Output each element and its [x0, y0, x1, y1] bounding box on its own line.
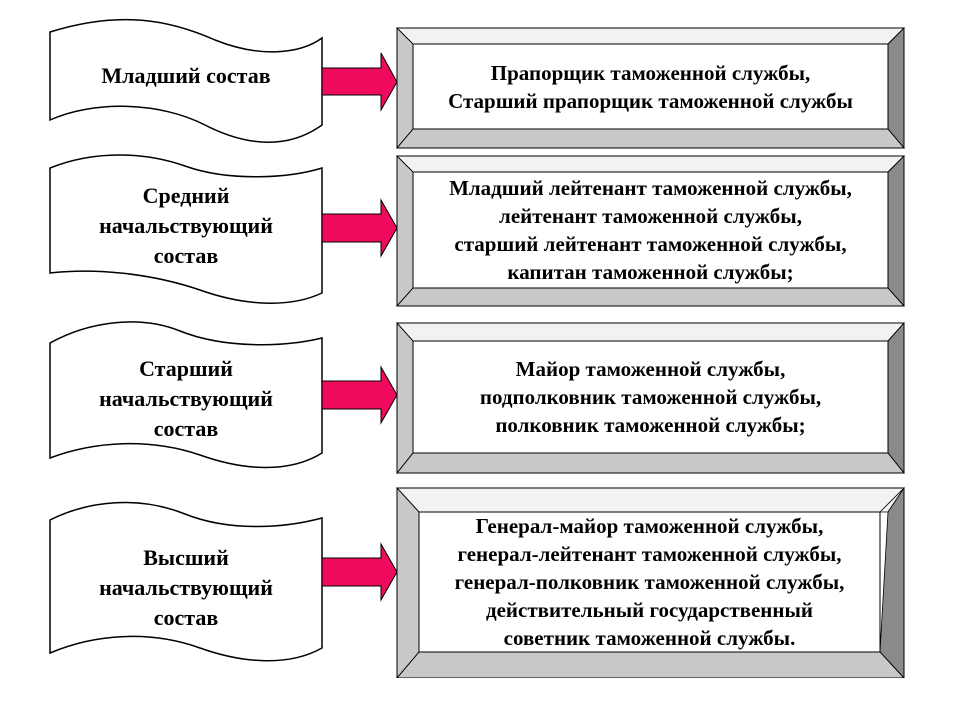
category-wave-shape: [49, 321, 323, 469]
arrow-shape: [321, 198, 398, 258]
category-line: состав: [153, 243, 219, 268]
rank-list: Майор таможенной службы, подполковник та…: [413, 341, 888, 453]
rank-list: Младший лейтенант таможенной службы, лей…: [413, 172, 888, 288]
rank-line: действительный государственный: [485, 598, 814, 622]
rank-line: советник таможенной службы.: [503, 626, 796, 650]
category-line: начальствующий: [99, 386, 273, 411]
category-wave-shape: [49, 154, 323, 304]
rank-line: капитан таможенной службы;: [507, 260, 794, 284]
category-wave-shape: [49, 501, 323, 662]
rank-box-frame: [396, 27, 905, 150]
rank-box-frame: [396, 486, 905, 678]
row-senior-shapes: [49, 321, 905, 475]
row-senior: Старший начальствующий состав Майор тамо…: [0, 313, 960, 478]
arrow-shape: [321, 365, 398, 425]
rank-line: генерал-лейтенант таможенной службы,: [457, 542, 842, 566]
category-line: состав: [153, 416, 219, 441]
row-middle-shapes: [49, 154, 905, 308]
category-line: состав: [153, 605, 219, 630]
category-line: Высший: [143, 545, 229, 570]
category-line: начальствующий: [99, 575, 273, 600]
rank-line: полковник таможенной службы;: [495, 413, 806, 437]
row-junior: Младший состав Прапорщик таможенной служ…: [0, 0, 960, 160]
row-junior-shapes: [49, 18, 905, 150]
rank-line: Прапорщик таможенной службы,: [490, 60, 811, 85]
category-wave-shape: [49, 18, 323, 143]
rank-line: старший лейтенант таможенной службы,: [454, 232, 847, 256]
rank-line: Старший прапорщик таможенной службы: [448, 88, 853, 113]
row-highest-shapes: [49, 486, 905, 678]
rank-box-frame: [396, 155, 905, 308]
row-highest: Высший начальствующий состав Генерал-май…: [0, 478, 960, 678]
arrow-shape: [321, 542, 398, 602]
category-line: Средний: [142, 183, 230, 208]
rank-list: Генерал-майор таможенной службы, генерал…: [419, 512, 880, 652]
rank-line: Генерал-майор таможенной службы,: [475, 514, 824, 538]
category-line: Младший состав: [101, 63, 271, 88]
rank-line: подполковник таможенной службы,: [479, 385, 822, 409]
category-label: Высший начальствующий состав: [50, 542, 322, 634]
category-label: Средний начальствующий состав: [50, 176, 322, 276]
rank-list: Прапорщик таможенной службы, Старший пра…: [413, 44, 888, 129]
category-label: Младший состав: [50, 50, 322, 102]
rank-line: генерал-полковник таможенной службы,: [454, 570, 845, 594]
category-label: Старший начальствующий состав: [50, 353, 322, 445]
arrow-shape: [321, 52, 398, 112]
rank-line: Майор таможенной службы,: [515, 357, 786, 381]
category-line: начальствующий: [99, 213, 273, 238]
rank-line: лейтенант таможенной службы,: [499, 204, 802, 228]
category-line: Старший: [139, 356, 233, 381]
rank-line: Младший лейтенант таможенной службы,: [449, 176, 852, 200]
rank-box-frame: [396, 321, 905, 475]
row-middle: Средний начальствующий состав Младший ле…: [0, 148, 960, 313]
